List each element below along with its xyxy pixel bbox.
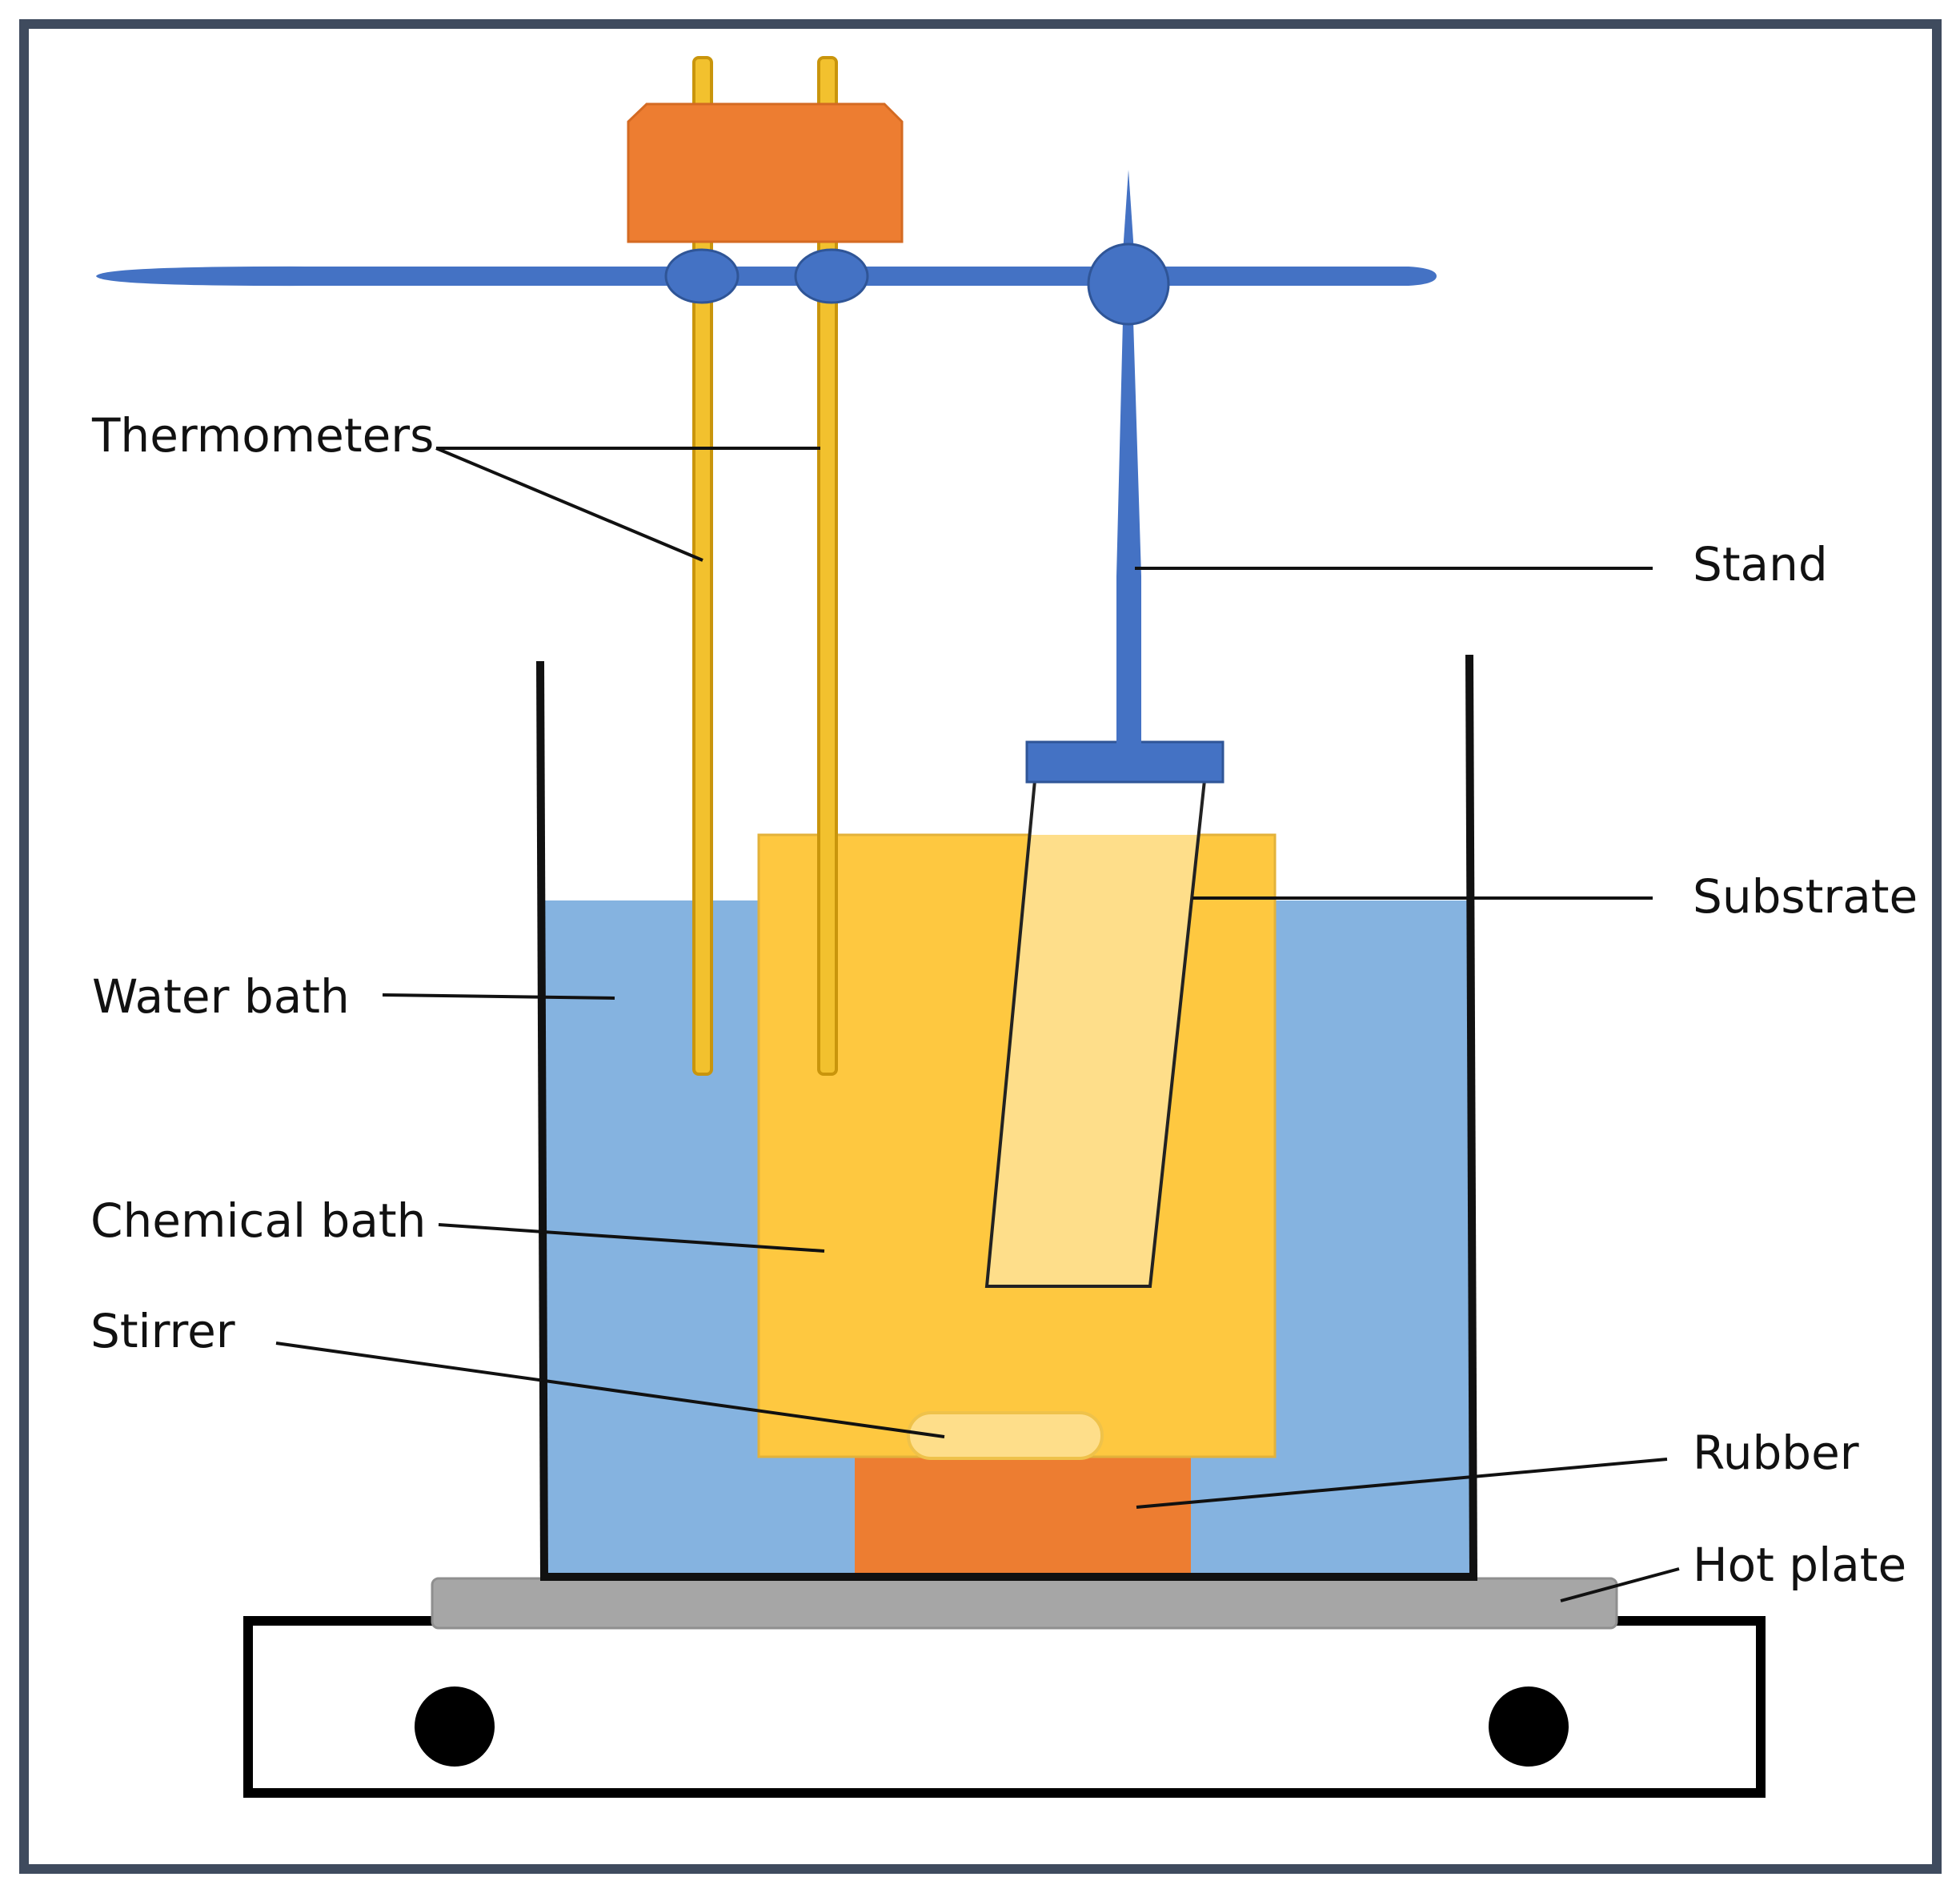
water-bath-leader	[382, 993, 615, 1000]
label-hot-plate: Hot plate	[1693, 1538, 1906, 1592]
substrate-outline	[984, 780, 1206, 1288]
label-chemical-bath: Chemical bath	[90, 1193, 426, 1248]
beaker-wall-right	[1465, 654, 1477, 1579]
stirrer-leader	[275, 1342, 945, 1438]
label-substrate: Substrate	[1693, 869, 1918, 924]
label-stand: Stand	[1693, 537, 1828, 592]
leader-lines	[275, 447, 1680, 1602]
rubber-block	[855, 1457, 1191, 1575]
hot-plate-leader	[1560, 1567, 1680, 1602]
stand-clamp	[1025, 740, 1224, 784]
thermometer-left	[692, 56, 713, 1076]
chemical-bath-leader	[438, 1223, 825, 1253]
label-thermometers: Thermometers	[91, 408, 434, 463]
thermometers-leader-left	[435, 447, 703, 562]
stand-horizontal-bar	[96, 266, 1437, 287]
hot-plate-knob-left	[415, 1686, 495, 1767]
hot-plate-knob-right	[1489, 1686, 1569, 1767]
hot-plate-top	[431, 1577, 1618, 1630]
stand-top-spike	[1122, 170, 1135, 264]
thermometer-clamp-left	[664, 248, 740, 304]
rubber-leader	[1136, 1458, 1668, 1509]
thermometer-right	[817, 56, 838, 1076]
substrate	[987, 835, 1199, 1286]
label-water-bath: Water bath	[92, 969, 350, 1024]
stirrer-bar	[907, 1411, 1104, 1460]
thermometer-clamp-right	[794, 248, 869, 304]
stand-boss	[1087, 243, 1170, 326]
thermometer-cap	[627, 102, 904, 243]
stand-rod	[1116, 320, 1141, 744]
beaker-wall-left	[536, 660, 548, 1579]
label-stirrer: Stirrer	[90, 1304, 235, 1358]
substrate-upper	[1029, 780, 1204, 835]
label-rubber: Rubber	[1693, 1426, 1859, 1480]
